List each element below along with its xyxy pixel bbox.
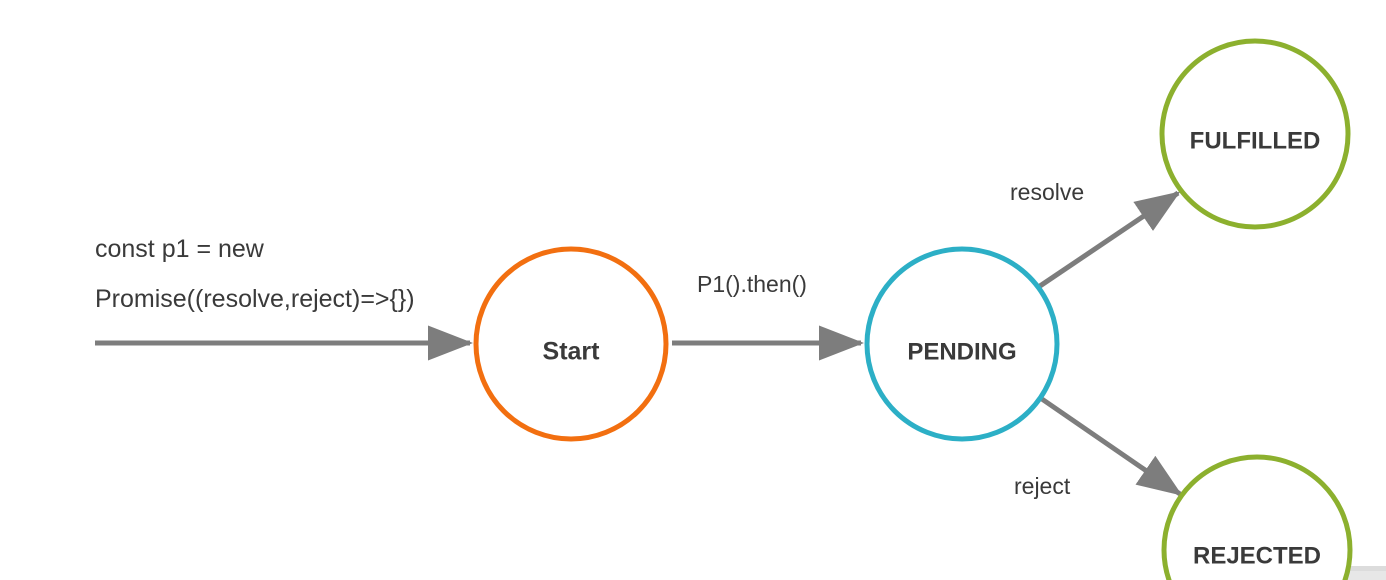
- edge-label-resolve: resolve: [1010, 179, 1084, 205]
- node-fulfilled-circle[interactable]: [1159, 38, 1351, 230]
- edge-label-start-to-pending: P1().then(): [697, 271, 807, 297]
- node-start-label: Start: [543, 338, 601, 366]
- node-fulfilled-label: FULFILLED: [1190, 127, 1321, 154]
- node-rejected-label: REJECTED: [1193, 542, 1321, 569]
- edge-pending-to-rejected-arrow: [1037, 394, 1183, 497]
- edge-label-reject: reject: [1014, 473, 1071, 499]
- node-pending[interactable]: PENDING: [864, 246, 1060, 442]
- node-pending-label: PENDING: [907, 338, 1016, 365]
- code-annotation-line-1: const p1 = new: [95, 235, 265, 263]
- node-fulfilled[interactable]: FULFILLED: [1159, 38, 1351, 230]
- code-annotation-line-2: Promise((resolve,reject)=>{}): [95, 285, 415, 313]
- edge-pending-to-fulfilled-arrow: [1035, 190, 1181, 291]
- node-rejected-circle[interactable]: [1161, 454, 1353, 580]
- node-start[interactable]: Start: [473, 246, 669, 442]
- node-start-circle[interactable]: [473, 246, 669, 442]
- node-rejected[interactable]: REJECTED: [1161, 454, 1353, 580]
- node-pending-circle[interactable]: [864, 246, 1060, 442]
